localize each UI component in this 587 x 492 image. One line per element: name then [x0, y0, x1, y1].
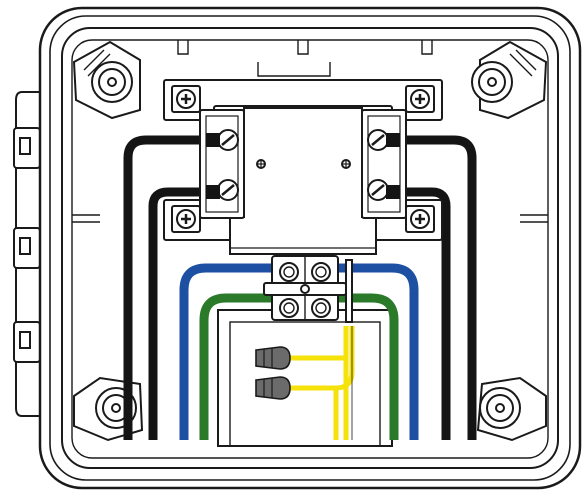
terminal-block-screw [311, 298, 331, 318]
green-wire [199, 293, 399, 440]
terminal-block-screw [311, 262, 331, 282]
ground-terminal [263, 259, 353, 323]
relay-terminal-screw-group [217, 129, 389, 201]
inner-junction-box [217, 309, 393, 447]
lid-hinge [13, 91, 41, 417]
wire-nut-group [255, 346, 291, 400]
mounting-screw [176, 209, 196, 229]
wire-nut [255, 376, 291, 400]
mounting-screw [176, 89, 196, 109]
mounting-screw [410, 89, 430, 109]
mounting-screw [410, 209, 430, 229]
black-wire-ends [206, 133, 400, 199]
mounting-screw-group [176, 89, 430, 229]
corner-mounting-boss [471, 40, 548, 120]
relay-terminal-screw [217, 129, 239, 151]
relay-terminal-screw [367, 179, 389, 201]
wire-nut [255, 346, 291, 370]
blue-wire [179, 263, 419, 440]
terminal-block-screw [279, 298, 299, 318]
terminal-block-screw [279, 262, 299, 282]
corner-mounting-boss [476, 376, 547, 442]
relay-terminal-screw [217, 179, 239, 201]
terminal-block-screw-group [279, 262, 331, 318]
black-wire [123, 135, 477, 440]
corner-mounting-boss [72, 40, 141, 120]
relay-terminal-screw [367, 129, 389, 151]
